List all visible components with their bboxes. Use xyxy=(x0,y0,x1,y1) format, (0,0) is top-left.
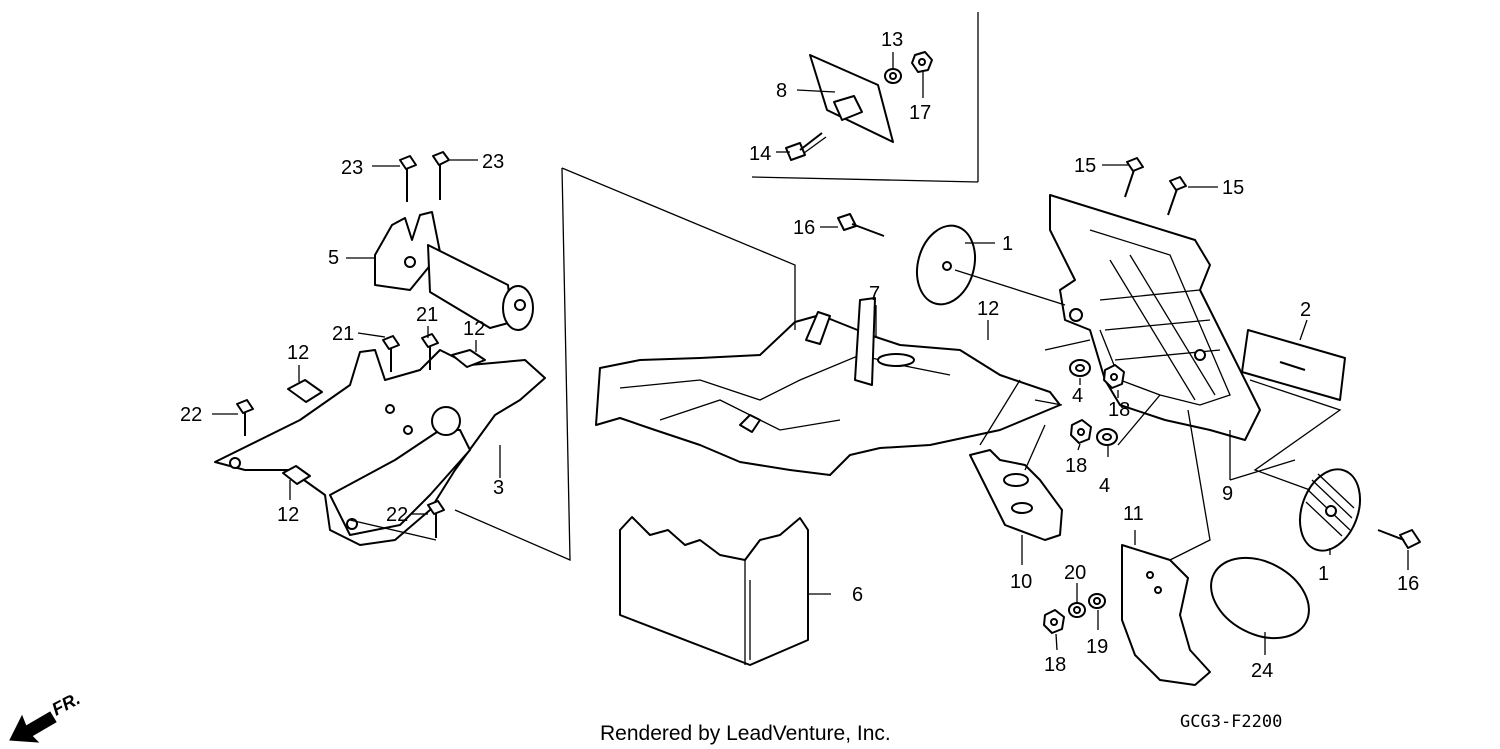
part-12-clips-left xyxy=(282,349,486,485)
callout-16-upper: 16 xyxy=(793,217,815,239)
part-7-rear-fender xyxy=(595,297,1061,476)
part-6-battery-cover xyxy=(619,516,809,666)
callout-20: 20 xyxy=(1064,562,1086,584)
callout-14: 14 xyxy=(749,143,771,165)
part-23-bolts xyxy=(399,151,450,202)
part-11-mud-flap xyxy=(1121,544,1211,686)
callout-12-left: 12 xyxy=(287,342,309,364)
callout-24: 24 xyxy=(1251,660,1273,682)
callout-16-lower: 16 xyxy=(1397,573,1419,595)
callout-6: 6 xyxy=(852,584,863,606)
part-5-pivot-mount xyxy=(374,211,534,331)
callout-17: 17 xyxy=(909,102,931,124)
rendered-by-credit: Rendered by LeadVenture, Inc. xyxy=(600,722,891,745)
callout-18-mid: 18 xyxy=(1065,455,1087,477)
part-3-frame xyxy=(214,349,546,546)
part-13-washer xyxy=(884,68,902,84)
callout-11: 11 xyxy=(1123,503,1144,525)
part-15-bolts xyxy=(1124,157,1187,216)
callout-23-left: 23 xyxy=(341,157,363,179)
part-24-seal xyxy=(1210,556,1310,640)
part-17-nut xyxy=(911,51,933,73)
front-arrow-icon: FR. xyxy=(9,688,83,743)
leader-lines xyxy=(212,52,1409,655)
callout-3: 3 xyxy=(493,477,504,499)
callout-1-lower: 1 xyxy=(1318,563,1329,585)
callout-22-bottom: 22 xyxy=(386,504,408,526)
callouts: 1 1 2 3 4 4 5 6 7 8 9 10 11 12 12 12 12 … xyxy=(180,29,1419,682)
callout-1-upper: 1 xyxy=(1002,233,1013,255)
callout-10: 10 xyxy=(1010,571,1032,593)
part-19-washer xyxy=(1088,593,1106,609)
callout-4-lower: 4 xyxy=(1099,475,1110,497)
part-2-reflector-rect xyxy=(1241,329,1346,401)
part-18-nuts xyxy=(1043,364,1125,634)
callout-19: 19 xyxy=(1086,636,1108,658)
callout-8: 8 xyxy=(776,80,787,102)
part-16-bolts xyxy=(837,213,1421,549)
callout-4-upper: 4 xyxy=(1072,385,1083,407)
part-21-bolts xyxy=(382,333,439,372)
callout-12-right: 12 xyxy=(977,298,999,320)
part-22-bolts xyxy=(236,399,445,538)
callout-12-mid: 12 xyxy=(463,318,485,340)
part-20-washer xyxy=(1068,602,1086,618)
part-8-plate xyxy=(809,54,894,143)
callout-21-right: 21 xyxy=(416,304,438,326)
part-10-bracket xyxy=(969,449,1063,541)
part-1-reflector-upper xyxy=(916,224,976,306)
callout-15-left: 15 xyxy=(1074,155,1096,177)
part-9-fender-plate xyxy=(1049,194,1261,441)
inset-frame xyxy=(751,12,979,183)
callout-23-right: 23 xyxy=(482,151,504,173)
callout-21-left: 21 xyxy=(332,323,354,345)
callout-5: 5 xyxy=(328,247,339,269)
front-marker-label: FR. xyxy=(48,688,83,719)
callout-9: 9 xyxy=(1222,483,1233,505)
callout-7: 7 xyxy=(869,283,880,305)
part-4-collars xyxy=(1069,359,1118,446)
callout-18-lower: 18 xyxy=(1044,654,1066,676)
callout-12-bottom: 12 xyxy=(277,504,299,526)
callout-22-left: 22 xyxy=(180,404,202,426)
callout-18-upper: 18 xyxy=(1108,399,1130,421)
diagram-code: GCG3-F2200 xyxy=(1180,712,1282,732)
callout-2: 2 xyxy=(1300,299,1311,321)
callout-13: 13 xyxy=(881,29,903,51)
part-1-reflector-lower xyxy=(1299,468,1361,552)
callout-15-right: 15 xyxy=(1222,177,1244,199)
part-14-bolt xyxy=(785,132,827,161)
